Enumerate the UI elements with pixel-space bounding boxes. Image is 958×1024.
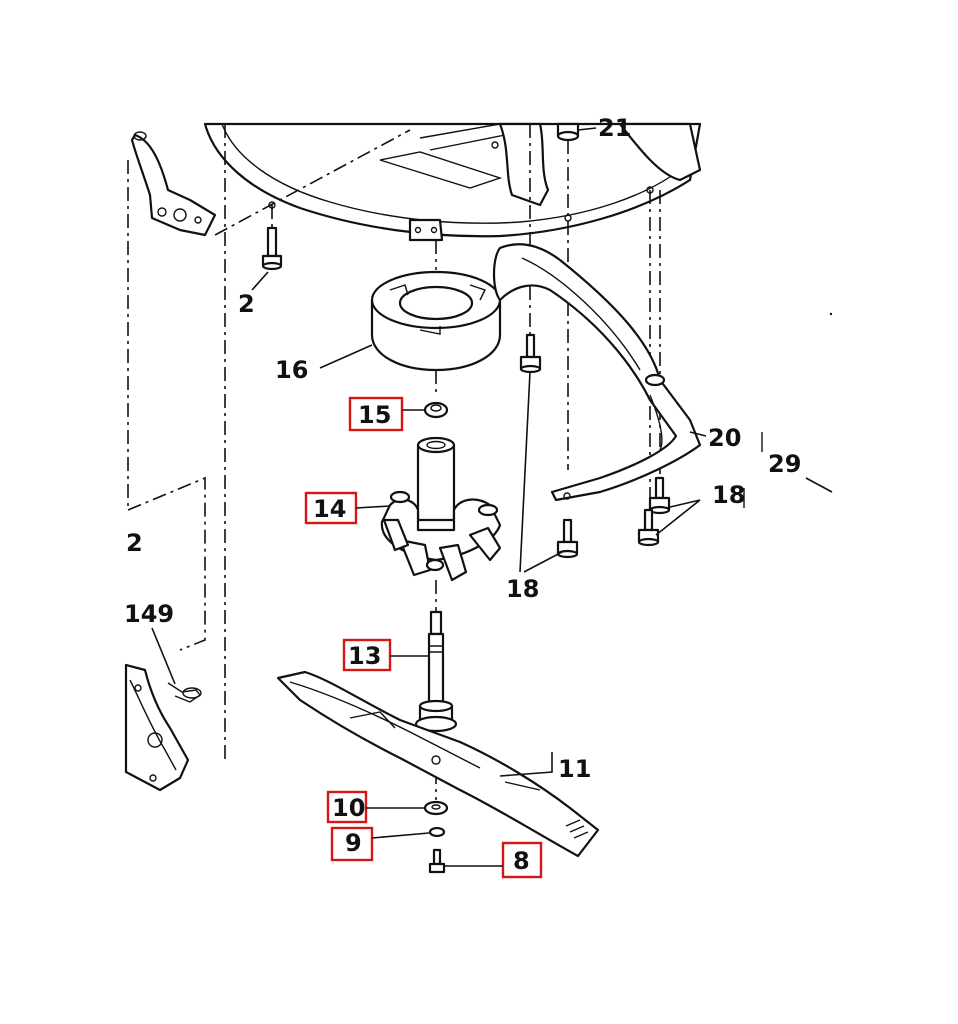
callout-18-right-label: 18 — [712, 481, 745, 509]
callout-2-left: 2 — [126, 529, 143, 557]
callout-18-bottom: 18 — [506, 371, 563, 603]
spindle-shaft-13 — [414, 610, 458, 733]
callout-14: 14 — [304, 491, 391, 525]
callout-13: 13 — [342, 638, 428, 672]
bolt-18-a — [519, 333, 542, 374]
callout-29: 29 — [768, 450, 833, 493]
callout-11: 11 — [499, 752, 591, 783]
callout-15: 15 — [348, 396, 424, 432]
lock-washer-9 — [428, 826, 446, 838]
lower-left-bracket — [124, 663, 202, 792]
callout-15-label: 15 — [358, 401, 391, 429]
mower-deck-housing — [203, 122, 702, 242]
bolt-18-d — [637, 508, 660, 547]
callout-149-label: 149 — [124, 600, 174, 628]
bolt-18-b — [556, 518, 579, 559]
callout-9-label: 9 — [345, 829, 362, 857]
bolt-2 — [261, 226, 283, 271]
callout-2-top: 2 — [238, 271, 269, 318]
callout-10-label: 10 — [332, 794, 365, 822]
callout-8: 8 — [444, 841, 543, 879]
mower-blade-11 — [276, 670, 600, 858]
callout-8-label: 8 — [513, 847, 530, 875]
callout-9: 9 — [330, 826, 430, 862]
callout-11-label: 11 — [558, 755, 591, 783]
callout-29-label: 29 — [768, 450, 801, 478]
callout-13-label: 13 — [348, 642, 381, 670]
nut-21 — [556, 122, 580, 142]
callout-2-top-label: 2 — [238, 290, 255, 318]
callout-2-left-label: 2 — [126, 529, 143, 557]
callout-14-label: 14 — [313, 495, 346, 523]
callout-16-label: 16 — [275, 356, 308, 384]
spindle-support-bracket-20 — [492, 243, 702, 502]
callout-16: 16 — [275, 344, 373, 384]
callout-20: 20 — [689, 424, 741, 452]
deck-hanger-bracket — [130, 131, 217, 237]
alignment-lines — [127, 124, 661, 800]
callout-18-right: 18 — [655, 481, 745, 536]
cropped-edge-lines — [743, 312, 833, 508]
callout-21: 21 — [577, 114, 631, 142]
callout-149: 149 — [124, 600, 176, 685]
callout-20-label: 20 — [708, 424, 741, 452]
bearing-washer-15 — [423, 401, 449, 419]
spindle-spacer-ring-16 — [370, 270, 502, 372]
callout-21-label: 21 — [598, 114, 631, 142]
callout-10: 10 — [326, 790, 424, 824]
spindle-housing-14 — [380, 436, 502, 582]
blade-washer-10 — [423, 800, 449, 816]
callout-18-bottom-label: 18 — [506, 575, 539, 603]
blade-bolt-8 — [428, 848, 446, 874]
